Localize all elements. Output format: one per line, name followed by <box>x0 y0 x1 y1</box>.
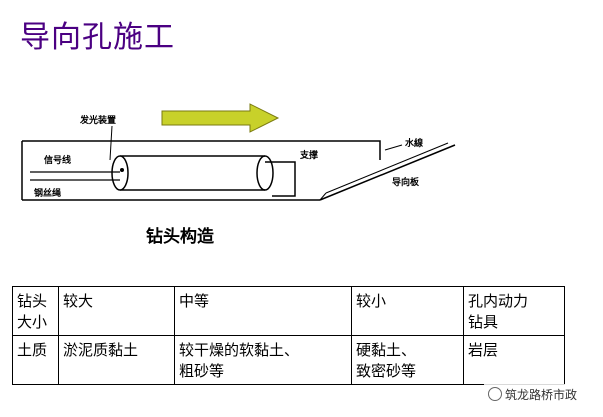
table-cell: 较干燥的软黏土、 粗砂等 <box>174 335 352 385</box>
table-row: 土质 淤泥质黏土 较干燥的软黏土、 粗砂等 硬黏土、 致密砂等 岩层 <box>12 335 565 385</box>
table-row: 钻头 大小 较大 中等 较小 孔内动力 钻具 <box>12 286 565 336</box>
support-frame <box>265 161 296 197</box>
diagram-caption: 钻头构造 <box>146 227 214 247</box>
wechat-icon <box>488 387 502 401</box>
label-transmitter: 发光装置 <box>79 114 116 126</box>
label-support: 支撑 <box>299 149 318 161</box>
watermark-text: 筑龙路桥市政 <box>505 388 578 402</box>
label-guide-plate: 导向板 <box>392 176 420 188</box>
housing-outline <box>22 140 381 160</box>
page-title: 导向孔施工 <box>20 20 175 55</box>
table-cell: 钻头 大小 <box>12 286 59 336</box>
table-cell: 岩层 <box>463 335 565 385</box>
guide-plate <box>319 142 456 201</box>
drill-cylinder <box>111 155 274 191</box>
label-water-line: 水線 <box>405 137 423 149</box>
table-cell: 较大 <box>58 286 175 336</box>
table-cell: 中等 <box>174 286 352 336</box>
direction-arrow <box>161 103 280 133</box>
table-cell: 土质 <box>12 335 59 385</box>
table-cell: 淤泥质黏土 <box>58 335 175 385</box>
label-steel-wire: 钢丝绳 <box>34 187 61 199</box>
label-signal-line: 信号线 <box>44 154 71 166</box>
watermark: 筑龙路桥市政 <box>484 384 582 405</box>
table-cell: 硬黏土、 致密砂等 <box>351 335 464 385</box>
spec-table: 钻头 大小 较大 中等 较小 孔内动力 钻具 土质 淤泥质黏土 较干燥的软黏土、… <box>12 286 565 385</box>
table-cell: 孔内动力 钻具 <box>463 286 565 336</box>
drill-head-diagram: 发光装置 信号线 钢丝绳 支撑 水線 导向板 <box>21 103 456 201</box>
table-cell: 较小 <box>351 286 464 336</box>
